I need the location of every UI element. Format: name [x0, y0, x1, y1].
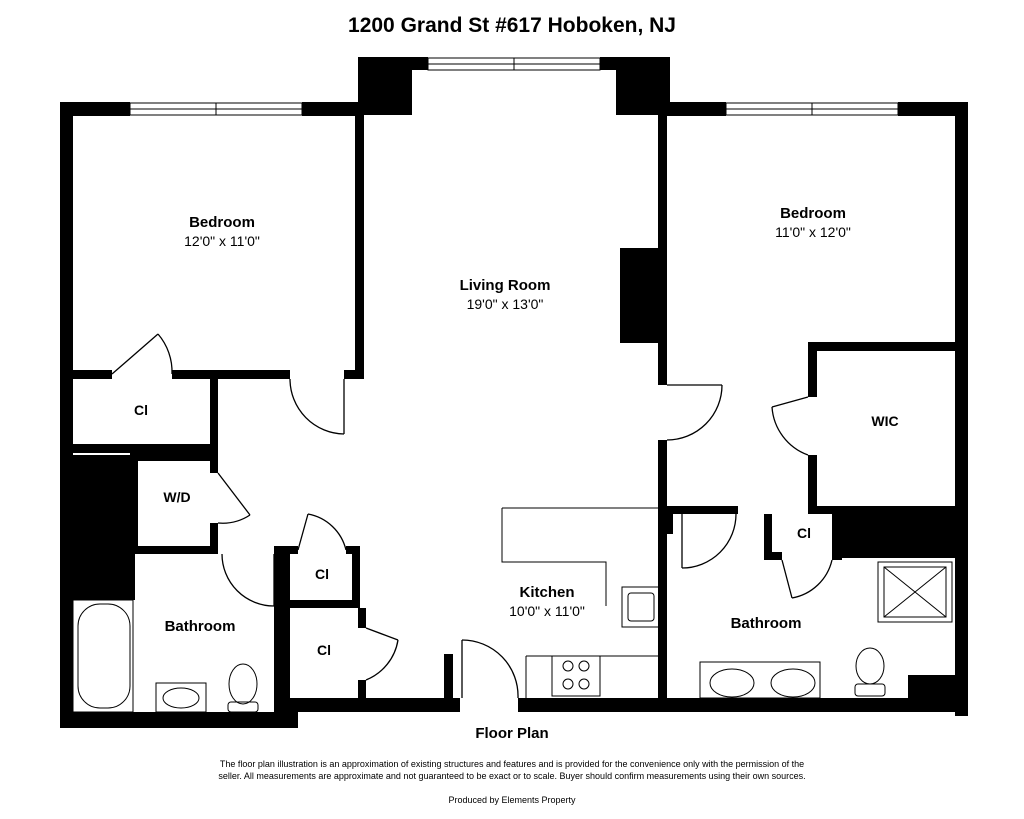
walk-in-closet-label: WIC: [871, 413, 898, 429]
plan-title: 1200 Grand St #617 Hoboken, NJ: [348, 14, 676, 37]
bedroom-right-dims: 11'0" x 12'0": [775, 224, 851, 240]
kitchen-dims: 10'0" x 11'0": [509, 603, 585, 619]
closet-right-label: Cl: [797, 525, 811, 541]
bathroom-right-name: Bathroom: [731, 615, 802, 632]
kitchen-counter: [501, 507, 664, 698]
bathroom-left-name: Bathroom: [165, 618, 236, 635]
living-room-name: Living Room: [460, 277, 551, 294]
closet-center-lower-label: Cl: [317, 642, 331, 658]
producer-credit: Produced by Elements Property: [448, 795, 576, 805]
interior-walls: [60, 115, 968, 714]
kitchen-name: Kitchen: [519, 584, 574, 601]
windows: [129, 57, 899, 116]
left-bath-fixtures: [72, 599, 259, 713]
floor-plan-caption: Floor Plan: [475, 725, 549, 742]
disclaimer-text: The floor plan illustration is an approx…: [218, 759, 806, 781]
right-bath-fixtures: [699, 561, 953, 699]
closet-center-upper-label: Cl: [315, 566, 329, 582]
bedroom-left-dims: 12'0" x 11'0": [184, 233, 260, 249]
washer-dryer-label: W/D: [163, 489, 190, 505]
closet-left-label: Cl: [134, 402, 148, 418]
bedroom-left-name: Bedroom: [189, 214, 255, 231]
bedroom-right-name: Bedroom: [780, 205, 846, 222]
room-labels: Bedroom 12'0" x 11'0" Living Room 19'0" …: [134, 205, 899, 658]
living-room-dims: 19'0" x 13'0": [467, 296, 544, 312]
exterior-walls: [60, 57, 968, 728]
door-swings: [111, 333, 833, 699]
